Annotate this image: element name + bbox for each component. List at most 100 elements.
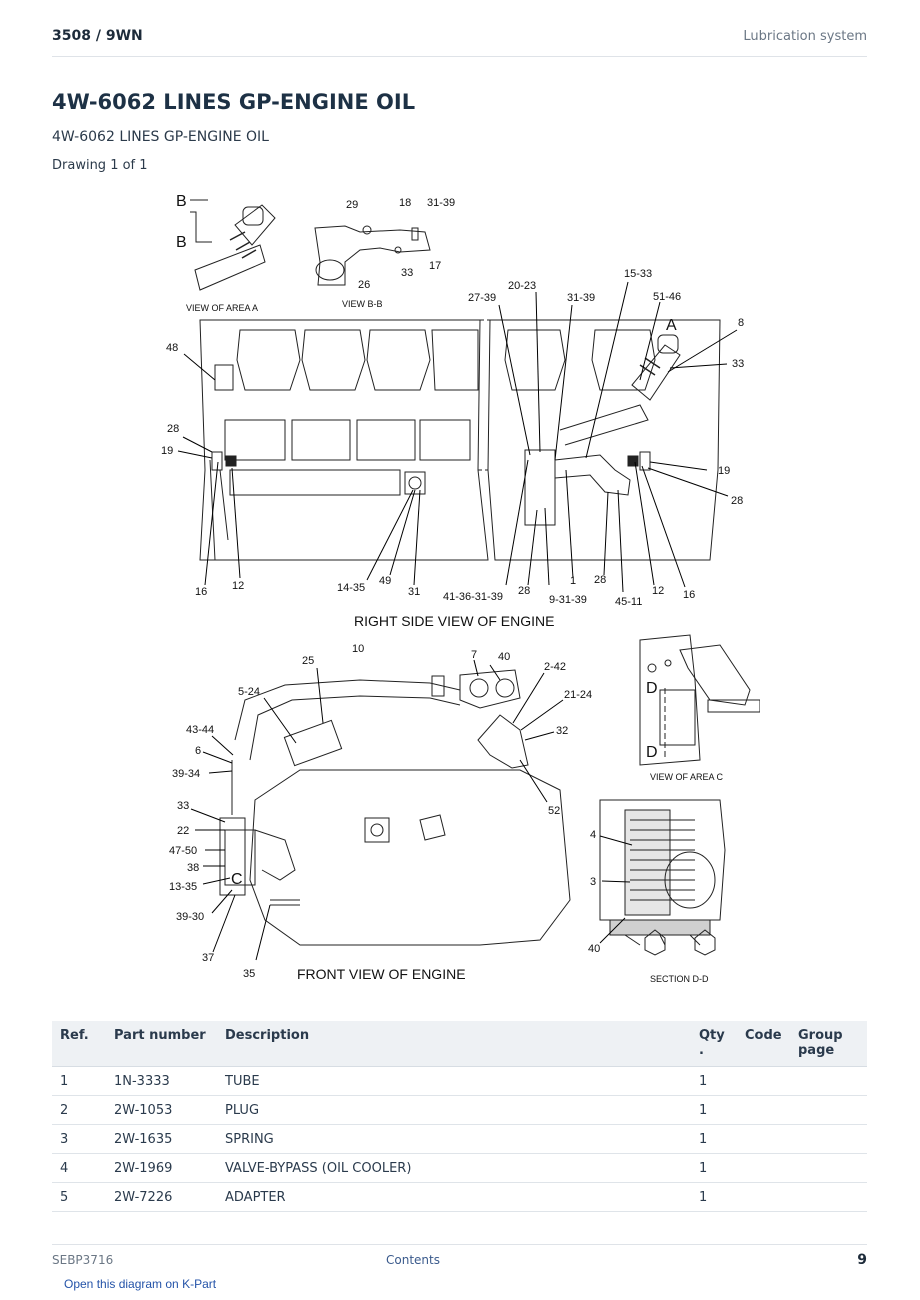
view-label: VIEW OF AREA C xyxy=(650,772,724,782)
callout: 13-35 xyxy=(169,881,197,893)
cell-group-page xyxy=(790,1182,867,1212)
view-label: RIGHT SIDE VIEW OF ENGINE xyxy=(354,613,554,629)
cell-code xyxy=(737,1124,790,1154)
cell-ref: 2 xyxy=(52,1095,106,1125)
section-letter: D xyxy=(646,680,658,697)
document-id: SEBP3716 xyxy=(52,1253,114,1267)
callout: 28 xyxy=(731,495,743,507)
callout: 3 xyxy=(590,876,596,888)
cell-qty: 1 xyxy=(691,1124,737,1154)
callout: 28 xyxy=(594,574,606,586)
callout: 25 xyxy=(302,655,314,667)
callout: 28 xyxy=(518,585,530,597)
section-letter: D xyxy=(646,744,658,761)
callout: 33 xyxy=(401,267,413,279)
callout: 31-39 xyxy=(427,197,455,209)
callout: 40 xyxy=(588,943,600,955)
view-label: VIEW OF AREA A xyxy=(186,303,258,313)
callout: 41-36-31-39 xyxy=(443,591,503,603)
section-letter: B xyxy=(176,193,187,210)
diagram-labels: VIEW OF AREA A VIEW B-B RIGHT SIDE VIEW … xyxy=(161,193,744,984)
callout: 45-11 xyxy=(615,596,642,608)
section-letter: A xyxy=(666,317,677,334)
cell-description: VALVE-BYPASS (OIL COOLER) xyxy=(217,1153,691,1183)
callout: 16 xyxy=(195,586,207,598)
callout: 39-30 xyxy=(176,911,204,923)
kpart-link[interactable]: Open this diagram on K-Part xyxy=(64,1277,217,1291)
callout: 40 xyxy=(498,651,510,663)
callout: 48 xyxy=(166,342,178,354)
cell-ref: 1 xyxy=(52,1066,106,1096)
contents-link[interactable]: Contents xyxy=(386,1253,440,1267)
callout: 37 xyxy=(202,952,214,964)
cell-part-number: 2W-1053 xyxy=(106,1095,217,1125)
callout: 14-35 xyxy=(337,582,365,594)
model-label: 3508 / 9WN xyxy=(52,28,143,44)
cell-description: TUBE xyxy=(217,1066,691,1096)
callout: 43-44 xyxy=(186,724,214,736)
diagram-linework xyxy=(190,199,760,956)
callout: 29 xyxy=(346,199,358,211)
cell-code xyxy=(737,1066,790,1096)
cell-ref: 4 xyxy=(52,1153,106,1183)
cell-code xyxy=(737,1153,790,1183)
cell-code xyxy=(737,1095,790,1125)
cell-code xyxy=(737,1182,790,1212)
callout: 27-39 xyxy=(468,292,496,304)
cell-description: ADAPTER xyxy=(217,1182,691,1212)
cell-qty: 1 xyxy=(691,1066,737,1096)
cell-part-number: 2W-1635 xyxy=(106,1124,217,1154)
cell-part-number: 2W-7226 xyxy=(106,1182,217,1212)
callout: 10 xyxy=(352,643,364,655)
view-label: SECTION D-D xyxy=(650,974,709,984)
callout: 35 xyxy=(243,968,255,980)
col-group-page-header: Group page xyxy=(790,1021,867,1067)
callout: 19 xyxy=(718,465,730,477)
col-description-header: Description xyxy=(217,1021,691,1067)
col-qty-header: Qty . xyxy=(691,1021,737,1067)
callout: 33 xyxy=(177,800,189,812)
callout: 28 xyxy=(167,423,179,435)
callout: 6 xyxy=(195,745,201,757)
cell-qty: 1 xyxy=(691,1182,737,1212)
page-header: 3508 / 9WN Lubrication system xyxy=(52,28,867,57)
callout: 12 xyxy=(232,580,244,592)
callout: 51-46 xyxy=(653,291,681,303)
cell-qty: 1 xyxy=(691,1153,737,1183)
cell-part-number: 2W-1969 xyxy=(106,1153,217,1183)
cell-group-page xyxy=(790,1124,867,1154)
callout: 47-50 xyxy=(169,845,197,857)
cell-group-page xyxy=(790,1153,867,1183)
callout: 17 xyxy=(429,260,441,272)
section-letter: C xyxy=(231,871,243,888)
table-header-row: Ref. Part number Description Qty . Code … xyxy=(52,1021,867,1067)
callout: 31 xyxy=(408,586,420,598)
callout: 22 xyxy=(177,825,189,837)
callout: 52 xyxy=(548,805,560,817)
section-label: Lubrication system xyxy=(743,29,867,44)
footer-divider xyxy=(52,1244,867,1245)
callout: 26 xyxy=(358,279,370,291)
cell-part-number: 1N-3333 xyxy=(106,1066,217,1096)
table-row: 3 2W-1635 SPRING 1 xyxy=(52,1124,867,1154)
callout: 9-31-39 xyxy=(549,594,587,606)
diagram-leaders xyxy=(177,281,738,961)
table-row: 2 2W-1053 PLUG 1 xyxy=(52,1095,867,1125)
cell-description: PLUG xyxy=(217,1095,691,1125)
parts-diagram[interactable]: VIEW OF AREA A VIEW B-B RIGHT SIDE VIEW … xyxy=(160,188,760,993)
callout: 2-42 xyxy=(544,661,566,673)
callout: 33 xyxy=(732,358,744,370)
callout: 8 xyxy=(738,317,744,329)
callout: 12 xyxy=(652,585,664,597)
callout: 49 xyxy=(379,575,391,587)
cell-description: SPRING xyxy=(217,1124,691,1154)
callout: 16 xyxy=(683,589,695,601)
table-row: 1 1N-3333 TUBE 1 xyxy=(52,1066,867,1096)
col-part-number-header: Part number xyxy=(106,1021,217,1067)
cell-group-page xyxy=(790,1095,867,1125)
callout: 7 xyxy=(471,649,477,661)
callout: 20-23 xyxy=(508,280,536,292)
page-number: 9 xyxy=(857,1252,867,1268)
drawing-count: Drawing 1 of 1 xyxy=(52,158,148,173)
page-subtitle: 4W-6062 LINES GP-ENGINE OIL xyxy=(52,129,269,145)
